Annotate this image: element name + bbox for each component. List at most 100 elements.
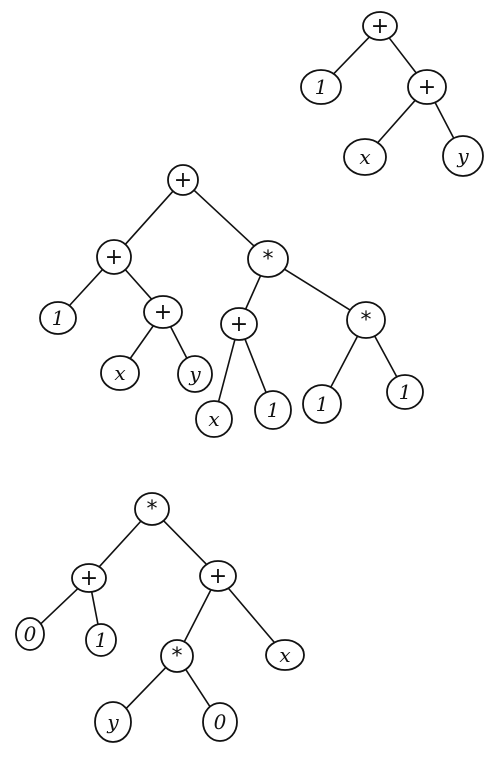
node-circle: [39, 301, 77, 335]
node-label: +: [80, 566, 98, 591]
tree-edge: [376, 99, 416, 144]
tree-edge: [244, 338, 267, 394]
node-circle: [202, 702, 238, 742]
node-circle: [302, 384, 342, 424]
node-circle: [96, 239, 132, 275]
tree-node: 0: [15, 617, 45, 651]
tree-node: 1: [85, 623, 117, 657]
node-label: +: [105, 245, 123, 270]
node-label: 1: [52, 306, 65, 330]
tree-node: *: [247, 240, 289, 278]
node-circle: [177, 355, 213, 393]
node-label: 0: [214, 710, 227, 734]
tree-edge: [330, 335, 359, 388]
node-label: *: [361, 308, 372, 333]
tree-edge: [98, 520, 142, 568]
tree-edge: [193, 189, 255, 247]
node-label: 1: [95, 628, 108, 652]
node-circle: [143, 295, 183, 329]
node-label: x: [279, 643, 290, 667]
node-label: y: [456, 144, 469, 168]
tree-edge: [434, 101, 455, 140]
node-circle: [160, 639, 194, 673]
node-circle: [220, 307, 258, 341]
node-circle: [167, 164, 199, 196]
node-circle: [71, 563, 107, 593]
tree-node: +: [199, 560, 237, 592]
tree-node: +: [220, 307, 258, 341]
tree-edge: [125, 666, 167, 710]
tree-node: x: [343, 138, 387, 176]
node-circle: [265, 639, 305, 671]
tree-node: 1: [254, 390, 292, 430]
tree-edge: [169, 325, 188, 360]
tree-edge: [373, 335, 398, 378]
node-circle: [94, 701, 132, 743]
tree-node: x: [100, 355, 140, 391]
node-circle: [247, 240, 289, 278]
node-circle: [346, 301, 386, 339]
tree-edge: [124, 190, 174, 246]
tree-node: x: [265, 639, 305, 671]
tree-edge: [90, 591, 99, 626]
node-label: +: [154, 300, 172, 325]
node-circle: [254, 390, 292, 430]
node-label: +: [174, 168, 192, 193]
node-label: 1: [399, 380, 412, 404]
node-circle: [343, 138, 387, 176]
tree-node: 1: [302, 384, 342, 424]
tree-edge: [129, 324, 155, 360]
node-label: +: [209, 564, 227, 589]
node-circle: [300, 69, 342, 105]
node-label: 1: [316, 392, 329, 416]
tree-edge: [244, 274, 262, 310]
node-circle: [362, 11, 398, 41]
tree-edge: [68, 268, 104, 307]
node-label: *: [172, 644, 183, 669]
tree-node: 0: [202, 702, 238, 742]
node-label: +: [418, 75, 436, 100]
node-label: x: [359, 145, 370, 169]
tree-node: +: [143, 295, 183, 329]
tree-node: +: [362, 11, 398, 41]
node-circle: [195, 400, 233, 438]
node-label: x: [114, 361, 125, 385]
tree-edge: [227, 587, 276, 644]
tree-node: +: [96, 239, 132, 275]
tree-edge: [217, 338, 236, 403]
tree-node: 1: [39, 301, 77, 335]
tree-edge: [184, 668, 211, 708]
node-label: *: [263, 247, 274, 272]
node-label: 1: [315, 75, 328, 99]
node-circle: [407, 69, 447, 105]
node-label: +: [230, 312, 248, 337]
tree-node: +: [407, 69, 447, 105]
tree-node: *: [346, 301, 386, 339]
node-circle: [100, 355, 140, 391]
tree-node: 1: [300, 69, 342, 105]
node-label: y: [188, 362, 201, 386]
node-label: +: [371, 14, 389, 39]
tree-node: 1: [386, 374, 424, 410]
node-label: y: [106, 710, 119, 734]
tree-node: *: [160, 639, 194, 673]
tree-edge: [332, 36, 371, 75]
node-circle: [15, 617, 45, 651]
tree-node: *: [134, 492, 170, 526]
node-label: *: [147, 497, 158, 522]
tree-edge: [283, 268, 351, 311]
node-circle: [386, 374, 424, 410]
tree-edge: [388, 37, 418, 74]
tree-edge: [39, 587, 79, 625]
tree-edge: [183, 588, 212, 643]
tree-edge: [124, 268, 153, 301]
node-label: 1: [267, 398, 280, 422]
node-circle: [199, 560, 237, 592]
tree-node: +: [71, 563, 107, 593]
tree-node: y: [177, 355, 213, 393]
node-circle: [85, 623, 117, 657]
tree-edge: [162, 519, 208, 566]
